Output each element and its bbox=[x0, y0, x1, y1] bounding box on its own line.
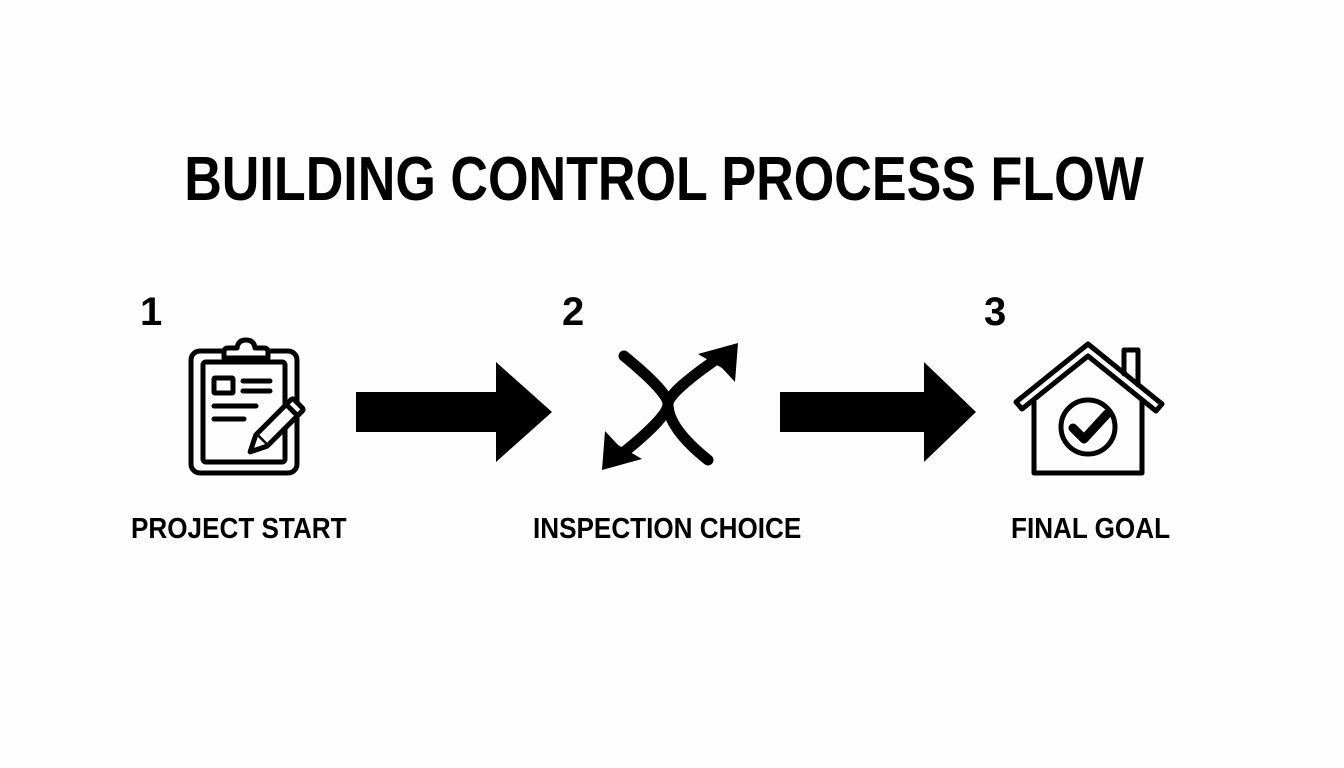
step-1-number: 1 bbox=[140, 290, 163, 334]
step-2-number: 2 bbox=[562, 290, 585, 334]
diagram-title: BUILDING CONTROL PROCESS FLOW bbox=[184, 145, 1144, 214]
clipboard-pencil-icon bbox=[188, 337, 306, 476]
right-arrow-icon bbox=[780, 362, 976, 462]
step-2-label: INSPECTION CHOICE bbox=[533, 513, 802, 545]
split-arrows-icon bbox=[602, 343, 738, 470]
house-check-icon bbox=[1013, 341, 1165, 476]
right-arrow-icon bbox=[356, 362, 552, 462]
step-3-number: 3 bbox=[984, 290, 1007, 334]
step-1-label: PROJECT START bbox=[131, 513, 347, 545]
step-3-label: FINAL GOAL bbox=[1011, 513, 1171, 545]
